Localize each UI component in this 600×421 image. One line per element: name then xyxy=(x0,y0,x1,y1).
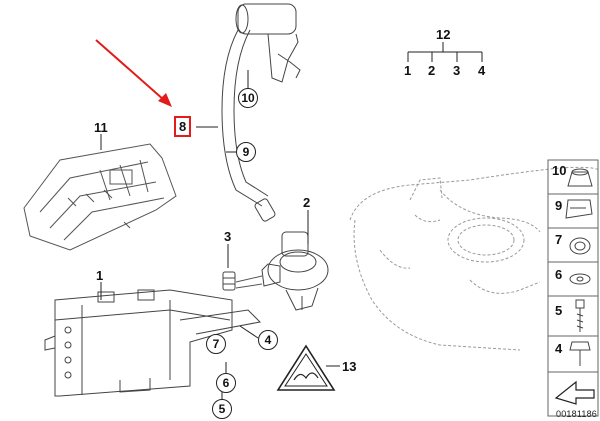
warning-triangle-icon xyxy=(276,344,336,391)
callout-13: 13 xyxy=(342,359,357,374)
group-child-2: 2 xyxy=(428,63,436,78)
group-child-1: 1 xyxy=(404,63,412,78)
fuel-tank-outline xyxy=(349,166,600,351)
side-item-4: 4 xyxy=(555,341,563,356)
group-child-3: 3 xyxy=(453,63,461,78)
side-part-drawings xyxy=(565,168,593,366)
side-item-9: 9 xyxy=(555,198,563,213)
fitting-part-3 xyxy=(222,271,236,291)
heat-shield-part-11 xyxy=(23,143,177,251)
side-item-7: 7 xyxy=(555,232,563,247)
callout-2: 2 xyxy=(303,195,311,210)
callout-11: 11 xyxy=(94,120,108,135)
callout-10: 10 xyxy=(238,88,258,108)
side-item-5: 5 xyxy=(555,303,563,318)
callout-6: 6 xyxy=(216,373,236,393)
side-item-6: 6 xyxy=(555,267,563,282)
group-child-4: 4 xyxy=(478,63,486,78)
side-column-frame xyxy=(547,159,599,417)
valve-part-2 xyxy=(261,231,329,311)
connecting-pipe xyxy=(235,275,263,289)
callout-7: 7 xyxy=(206,334,226,354)
group-parent-12: 12 xyxy=(436,27,451,42)
callout-9: 9 xyxy=(236,142,256,162)
callout-1: 1 xyxy=(96,268,104,283)
charcoal-canister-part-1 xyxy=(44,289,262,397)
callout-8-highlighted: 8 xyxy=(174,116,192,137)
callout-4: 4 xyxy=(258,330,278,350)
diagram-code: 00181186 xyxy=(556,409,597,419)
hose-part-9 xyxy=(221,29,276,222)
red-arrow-icon xyxy=(95,39,172,107)
callout-5: 5 xyxy=(212,399,232,419)
direction-arrow-icon xyxy=(554,380,595,405)
callout-3: 3 xyxy=(224,229,232,244)
side-item-10: 10 xyxy=(552,163,567,178)
valve-part-10 xyxy=(235,3,301,83)
